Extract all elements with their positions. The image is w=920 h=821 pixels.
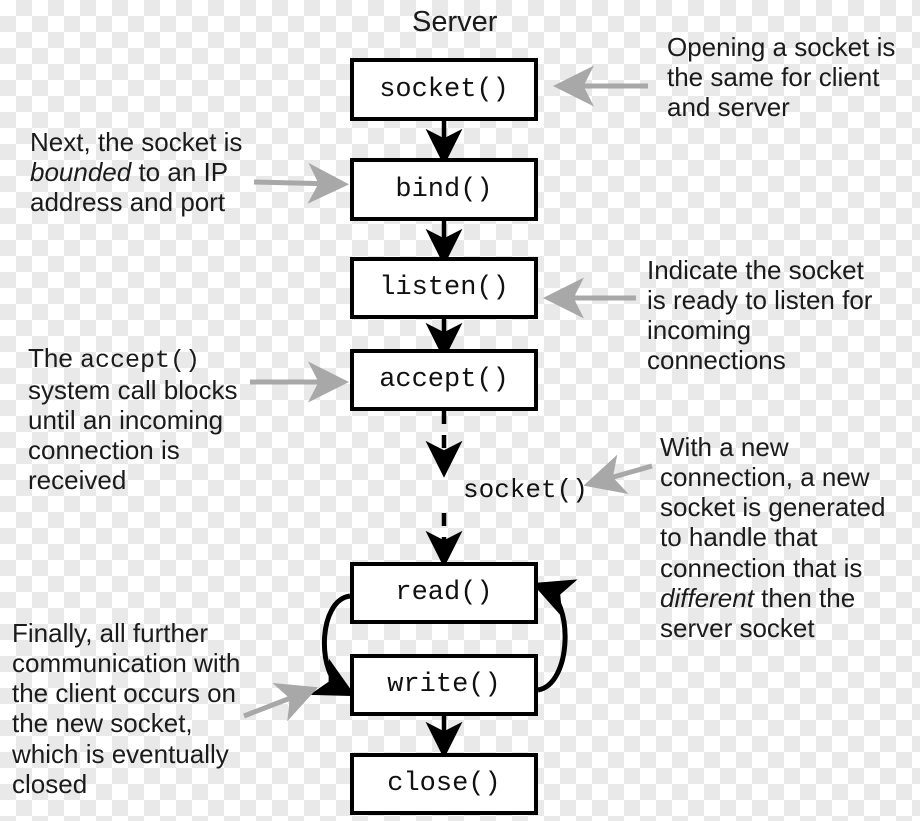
- annotation-accept-code: accept(): [80, 346, 201, 375]
- annotation-bind-line-2: bounded to an IP: [30, 157, 229, 188]
- annotation-new-socket-emphasis: different: [660, 582, 754, 613]
- annotation-listen: Indicate the socket is ready to listen f…: [647, 255, 909, 376]
- annotation-read-write-line-2: communication with: [12, 648, 241, 679]
- node-write[interactable]: write(): [350, 654, 538, 716]
- annotation-accept-line-2: system call blocks: [28, 375, 238, 405]
- node-close-label: close(): [387, 769, 501, 799]
- annotation-new-socket-line-6: different then the: [660, 582, 856, 613]
- annotation-socket-line-3: and server: [667, 92, 790, 123]
- annotation-accept-line-5: received: [28, 465, 127, 496]
- node-listen-label: listen(): [379, 273, 509, 303]
- edge-label-new-socket: socket(): [463, 475, 588, 505]
- annotation-read-write-line-5: which is eventually: [12, 738, 229, 769]
- node-read-label: read(): [395, 578, 493, 608]
- annotation-new-socket-line-4: to handle that: [660, 522, 818, 553]
- annotation-listen-line-4: connections: [647, 345, 786, 376]
- node-socket[interactable]: socket(): [350, 58, 538, 121]
- annotation-new-socket-line-7: server socket: [660, 612, 815, 643]
- annotation-accept-line-3: until an incoming: [28, 405, 224, 436]
- annotation-new-socket-line-2: connection, a new: [660, 462, 870, 493]
- annotation-bind-line-1: Next, the socket is: [30, 127, 243, 157]
- annotation-bind-line-3: address and port: [30, 187, 226, 218]
- node-socket-label: socket(): [379, 74, 509, 105]
- annotation-bind: Next, the socket is bounded to an IP add…: [30, 127, 320, 217]
- node-accept-label: accept(): [379, 365, 509, 395]
- annotation-listen-line-2: is ready to listen for: [647, 285, 873, 316]
- edge-write-read-curve: [531, 579, 578, 693]
- annotation-new-socket: With a new connection, a new socket is g…: [660, 432, 918, 643]
- annotation-socket: Opening a socket is the same for client …: [667, 32, 917, 122]
- annotation-accept: The accept() system call blocks until an…: [28, 343, 328, 496]
- annotation-bind-emphasis: bounded: [30, 157, 132, 188]
- annotation-listen-line-1: Indicate the socket: [647, 255, 864, 285]
- node-bind-label: bind(): [395, 174, 493, 205]
- annotation-read-write-line-6: closed: [12, 768, 88, 799]
- annotation-read-write: Finally, all further communication with …: [12, 618, 312, 799]
- node-accept[interactable]: accept(): [350, 349, 538, 411]
- diagram-title: Server: [412, 6, 498, 38]
- node-listen[interactable]: listen(): [350, 257, 538, 319]
- annotation-socket-line-1: Opening a socket is: [667, 32, 896, 62]
- annotation-socket-line-2: the same for client: [667, 62, 880, 93]
- annotation-new-socket-line-5: connection that is: [660, 552, 863, 583]
- annotation-read-write-line-4: the new socket,: [12, 708, 193, 739]
- node-bind[interactable]: bind(): [350, 158, 538, 221]
- annotation-new-socket-line-1: With a new: [660, 432, 789, 462]
- node-write-label: write(): [387, 670, 501, 700]
- annotation-read-write-line-3: the client occurs on: [12, 678, 237, 709]
- annotation-new-socket-line-3: socket is generated: [660, 492, 886, 523]
- annotation-read-write-line-1: Finally, all further: [12, 618, 209, 648]
- annotation-accept-line-4: connection is: [28, 435, 180, 466]
- edge-read-write-curve: [309, 593, 356, 697]
- node-read[interactable]: read(): [350, 562, 538, 624]
- annotation-arrow-newsocket: [583, 454, 653, 495]
- node-close[interactable]: close(): [350, 753, 538, 815]
- annotation-accept-line-1: The accept(): [28, 343, 201, 375]
- annotation-listen-line-3: incoming: [647, 315, 752, 346]
